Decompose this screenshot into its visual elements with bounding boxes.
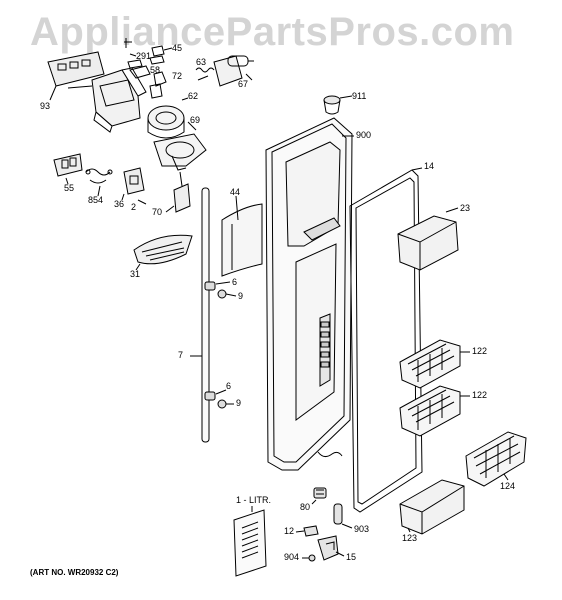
callout-7: 7 [178,350,184,360]
callout-1-litr: 1 - LITR. [236,495,272,505]
part-23-door-bin [397,215,459,271]
callout-70: 70 [152,207,163,217]
part-55-dispenser-switch [53,153,83,177]
part-31-drip-tray [133,234,193,265]
callout-23: 23 [460,203,471,213]
part-70-actuator-arm [173,171,191,213]
part-63-spring [195,67,215,81]
callout-123: 123 [402,533,418,543]
part-903-tube [333,503,343,525]
callout-291: 291 [136,51,152,61]
watermark-logo: AppliancePartsPros.com [30,10,515,54]
callout-904: 904 [284,552,300,562]
part-36-switch [123,167,145,195]
part-15-valve [317,535,339,561]
callout-69: 69 [190,115,201,125]
callout-9-lower: 9 [236,398,242,408]
part-291-screw [124,38,132,48]
callout-31: 31 [130,269,141,279]
callout-124: 124 [500,481,516,491]
callout-67: 67 [238,79,249,89]
callout-900: 900 [356,130,372,140]
callout-62: 62 [188,91,199,101]
part-14-door-gasket [349,169,423,513]
callout-44: 44 [230,187,241,197]
callout-9-upper: 9 [238,291,244,301]
part-literature-booklet [233,509,267,577]
part-72-actuator [149,71,167,99]
callout-63: 63 [196,57,207,67]
callout-903: 903 [354,524,370,534]
part-6-bushing-lower [204,391,216,401]
part-67-solenoid [213,55,254,87]
part-69-funnel [153,133,207,171]
part-854-harness [85,168,113,184]
part-122-wire-shelf-lower [399,385,461,437]
callout-12: 12 [284,526,295,536]
callout-58: 58 [150,65,161,75]
callout-854: 854 [88,195,104,205]
callout-15: 15 [346,552,357,562]
callout-14: 14 [424,161,435,171]
part-123-bottom-bin [399,479,465,535]
part-44-chute [221,203,263,277]
part-62-motor [147,105,185,139]
callout-6-lower: 6 [226,381,232,391]
part-122-wire-shelf-upper [399,339,461,389]
part-911-cap [323,95,341,115]
art-number: (ART NO. WR20932 C2) [30,568,119,577]
callout-122-upper: 122 [472,346,488,356]
callout-911: 911 [352,91,367,101]
callout-36: 36 [114,199,125,209]
part-2-screw [137,199,147,205]
callout-122-lower: 122 [472,390,488,400]
part-12-bracket [303,525,319,537]
part-7-door-rod [201,187,210,443]
part-6-bushing-upper [204,281,216,291]
callout-2: 2 [131,202,137,212]
part-900-freezer-door [265,117,353,471]
part-80-fitting [313,487,327,499]
part-9-screw-lower [217,399,227,409]
part-45-switch [149,45,165,65]
callout-80: 80 [300,502,311,512]
callout-6-upper: 6 [232,277,238,287]
callout-45: 45 [172,43,183,53]
part-58-bracket [127,59,151,79]
part-904-screw [308,554,316,562]
callout-55: 55 [64,183,75,193]
callout-93: 93 [40,101,51,111]
callout-72: 72 [172,71,183,81]
part-124-basket [465,431,527,487]
part-9-screw-upper [217,289,227,299]
part-93-control-panel [47,51,147,133]
